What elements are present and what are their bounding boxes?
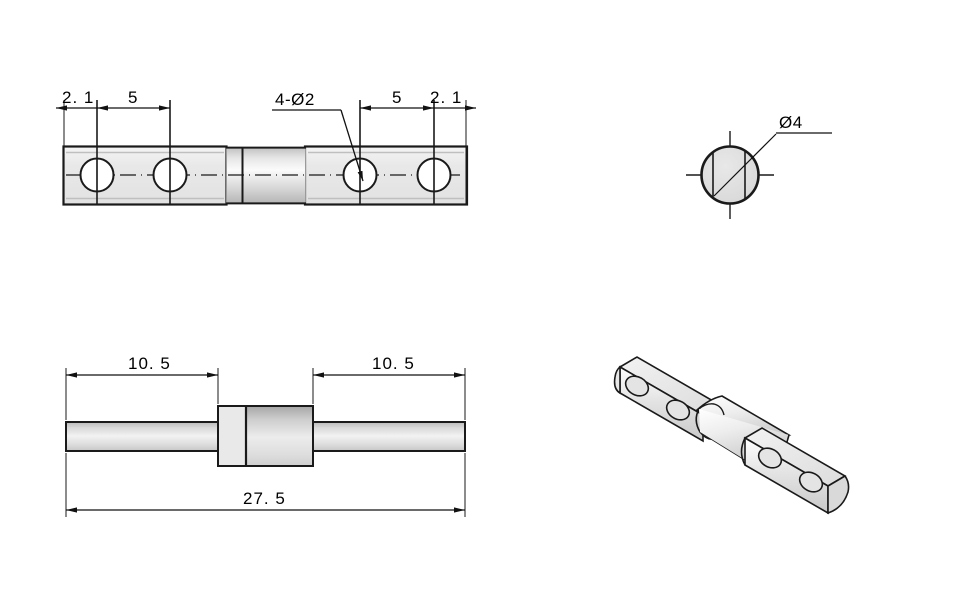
iso-hole-2 (665, 399, 691, 421)
dim-label-left-edge: 2. 1 (62, 88, 94, 107)
front-view-neck-step (217, 405, 247, 467)
iso-hole-4 (798, 471, 824, 493)
dim-label-front-left: 10. 5 (128, 354, 171, 373)
iso-right-plate-end-cap (827, 474, 850, 515)
top-view-group: 2. 1 5 5 2. 1 4-Ø2 (56, 88, 476, 206)
iso-cylinder-left-shoulder-back (698, 403, 725, 416)
iso-hole-1 (624, 375, 650, 397)
end-view-leader-line (713, 133, 777, 197)
dim-label-right-edge: 2. 1 (430, 88, 462, 107)
front-view-group: 10. 5 10. 5 27. 5 (65, 354, 466, 517)
isometric-view-group (613, 356, 850, 515)
end-view-group: Ø4 (686, 113, 832, 219)
hole-note-leader-line (340, 109, 364, 182)
dim-label-front-overall: 27. 5 (243, 489, 286, 508)
front-view-left-shaft (65, 421, 219, 452)
end-view-diameter-label: Ø4 (779, 113, 803, 132)
hole-note-label: 4-Ø2 (275, 90, 315, 109)
end-view-circle (700, 145, 760, 205)
iso-right-plate-shoulder (740, 437, 746, 466)
iso-left-plate-end-cap (613, 365, 621, 395)
iso-hole-3 (757, 447, 783, 469)
dim-label-right-pitch: 5 (392, 88, 402, 107)
dim-label-left-pitch: 5 (128, 88, 138, 107)
dim-label-front-right: 10. 5 (372, 354, 415, 373)
